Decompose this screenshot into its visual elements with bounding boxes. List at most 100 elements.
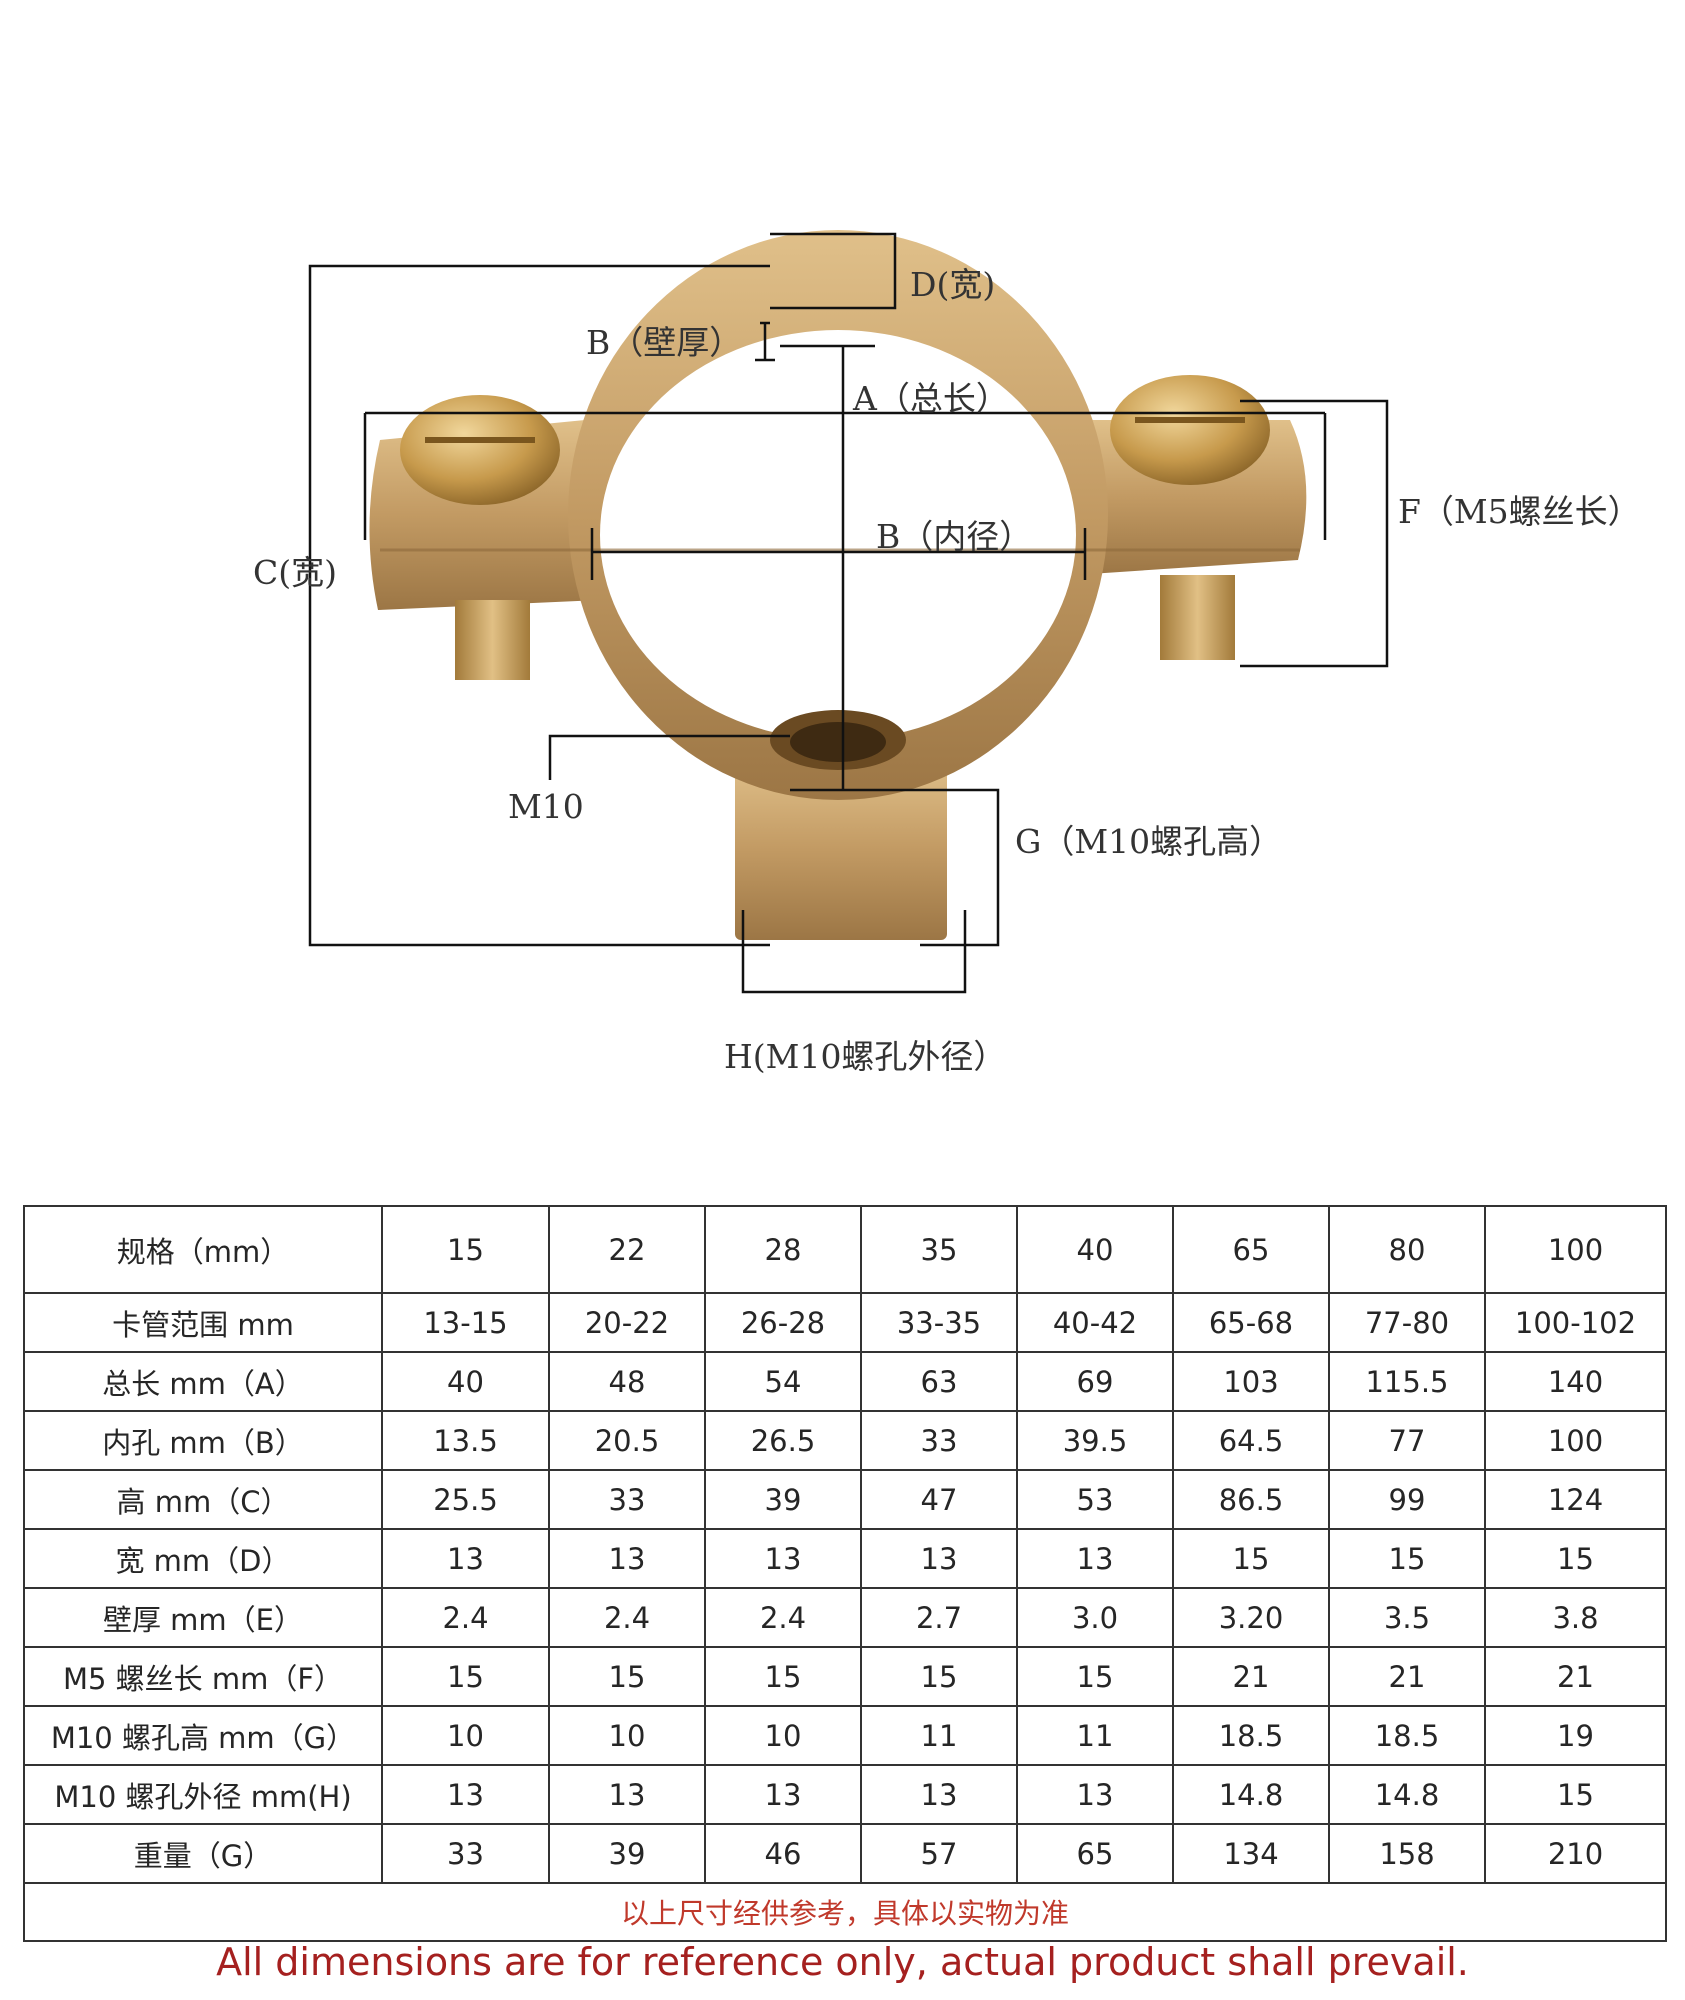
table-cell: 15 [860,1646,1018,1707]
label-g-hole-height: G（M10螺孔高） [1015,822,1282,861]
table-cell: 33 [860,1410,1018,1471]
table-cell: 48 [548,1351,706,1412]
table-cell: 3.20 [1172,1587,1330,1648]
table-cell: 13 [860,1764,1018,1825]
table-cell: 65-68 [1172,1292,1330,1353]
table-cell: 15 [381,1646,550,1707]
table-cell: 3.5 [1328,1587,1486,1648]
right-screw-thread [1160,575,1235,660]
table-cell: 11 [1016,1705,1174,1766]
table-cell: 21 [1484,1646,1667,1707]
table-cell: 10 [548,1705,706,1766]
table-cell: 140 [1484,1351,1667,1412]
table-cell: 64.5 [1172,1410,1330,1471]
table-cell: 26-28 [704,1292,862,1353]
table-cell: 134 [1172,1823,1330,1884]
table-cell: 15 [704,1646,862,1707]
row-label-cell: 内孔 mm（B） [23,1410,383,1471]
table-cell: 54 [704,1351,862,1412]
table-cell: 26.5 [704,1410,862,1471]
table-cell: 15 [1172,1528,1330,1589]
table-cell: 10 [381,1705,550,1766]
table-cell: 158 [1328,1823,1486,1884]
size-header-cell: 28 [704,1205,862,1294]
table-cell: 15 [1328,1528,1486,1589]
dimension-lines [308,232,1389,994]
table-cell: 33-35 [860,1292,1018,1353]
row-label-cell: 重量（G） [23,1823,383,1884]
table-cell: 13 [704,1764,862,1825]
left-screw-head [400,395,560,505]
table-cell: 13 [548,1764,706,1825]
row-label-cell: 卡管范围 mm [23,1292,383,1353]
label-m10: M10 [508,787,584,826]
row-label-cell: M5 螺丝长 mm（F） [23,1646,383,1707]
table-cell: 13 [1016,1764,1174,1825]
table-cell: 13 [860,1528,1018,1589]
table-cell: 19 [1484,1705,1667,1766]
table-cell: 100 [1484,1410,1667,1471]
table-cell: 39 [548,1823,706,1884]
label-c-height: C(宽) [253,553,337,592]
size-header-cell: 65 [1172,1205,1330,1294]
table-cell: 40 [381,1351,550,1412]
table-cell: 2.4 [548,1587,706,1648]
table-note-row: 以上尺寸经供参考，具体以实物为准 [23,1882,1667,1942]
table-cell: 25.5 [381,1469,550,1530]
table-cell: 15 [548,1646,706,1707]
label-b-inner-diameter: B（内径） [876,517,1032,556]
table-cell: 100-102 [1484,1292,1667,1353]
table-cell: 115.5 [1328,1351,1486,1412]
table-cell: 124 [1484,1469,1667,1530]
table-cell: 3.8 [1484,1587,1667,1648]
label-h-hole-outer-diameter: H(M10螺孔外径） [724,1037,1006,1076]
row-label-cell: 高 mm（C） [23,1469,383,1530]
dimension-labels: D(宽) B（壁厚） A（总长） B（内径） C(宽) F（M5螺丝长） M10… [253,265,1641,1076]
pipe-clamp-illustration [369,230,1307,940]
table-cell: 210 [1484,1823,1667,1884]
table-cell: 86.5 [1172,1469,1330,1530]
table-cell: 69 [1016,1351,1174,1412]
label-f-screw-length: F（M5螺丝长） [1398,492,1641,531]
table-cell: 2.7 [860,1587,1018,1648]
size-header-cell: 35 [860,1205,1018,1294]
table-cell: 20-22 [548,1292,706,1353]
label-d-width: D(宽) [910,265,995,304]
size-header-cell: 15 [381,1205,550,1294]
threaded-hole-inner [790,722,886,762]
row-label-cell: 总长 mm（A） [23,1351,383,1412]
table-cell: 77 [1328,1410,1486,1471]
table-cell: 53 [1016,1469,1174,1530]
table-cell: 13.5 [381,1410,550,1471]
table-cell: 33 [381,1823,550,1884]
table-cell: 13 [704,1528,862,1589]
row-label-cell: M10 螺孔高 mm（G） [23,1705,383,1766]
header-label-cell: 规格（mm） [23,1205,383,1294]
table-cell: 99 [1328,1469,1486,1530]
label-e-wall-thickness: B（壁厚） [586,323,742,362]
clamp-boss [735,760,947,940]
table-cell: 2.4 [381,1587,550,1648]
table-cell: 33 [548,1469,706,1530]
left-screw-thread [455,600,530,680]
table-cell: 15 [1484,1764,1667,1825]
table-cell: 21 [1328,1646,1486,1707]
size-header-cell: 80 [1328,1205,1486,1294]
table-cell: 13 [381,1764,550,1825]
clamp-bore [600,330,1076,740]
table-cell: 13 [1016,1528,1174,1589]
table-cell: 39 [704,1469,862,1530]
table-cell: 11 [860,1705,1018,1766]
table-cell: 47 [860,1469,1018,1530]
row-label-cell: M10 螺孔外径 mm(H) [23,1764,383,1825]
table-cell: 57 [860,1823,1018,1884]
